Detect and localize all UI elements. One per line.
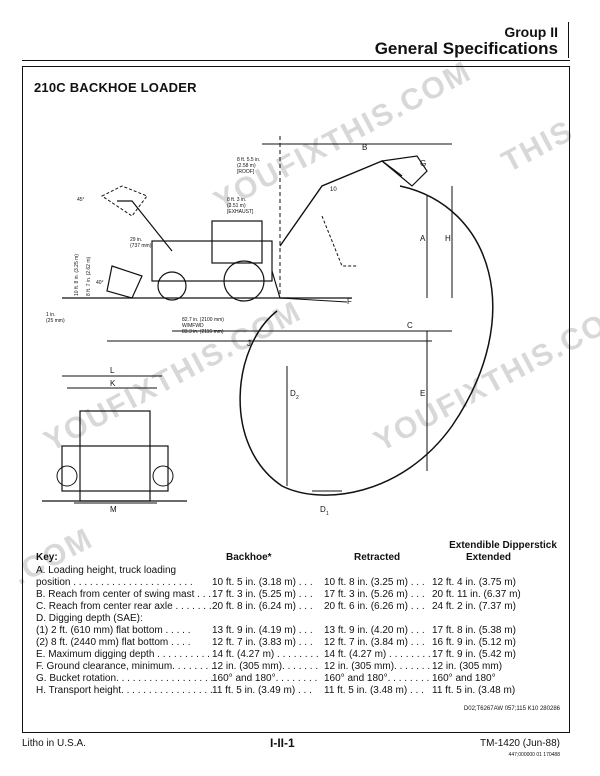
backhoe-boom: [279, 160, 403, 247]
label-d1: D: [320, 505, 326, 514]
angle-45: 45°: [77, 197, 85, 203]
spec-header-retracted: Retracted: [354, 552, 401, 563]
label-d1-sub: 1: [326, 511, 329, 516]
label-ten: 10: [330, 187, 337, 193]
front-wheel: [157, 271, 187, 301]
loader-bucket-lowered: [106, 265, 143, 299]
label-j: J: [247, 339, 251, 348]
footer-code: 447;000000 01 170488: [508, 752, 560, 758]
stabilizer: [271, 270, 290, 299]
document-code: D02;T6267AW 057;115 K10 280286: [463, 706, 560, 712]
section-title: General Specifications: [374, 39, 558, 58]
front-view-cab: [79, 410, 151, 502]
label-k: K: [110, 379, 116, 388]
page-title: 210C BACKHOE LOADER: [34, 80, 197, 95]
front-view-wheel-right: [152, 465, 174, 487]
angle-40: 40°: [96, 280, 104, 286]
spec-header-extended: Extended: [466, 552, 512, 563]
spec-group-heading: Extendible Dipperstick: [449, 540, 557, 551]
label-e: E: [420, 389, 425, 398]
reach29-dim-2: (737 mm): [130, 243, 152, 249]
label-h: H: [445, 234, 451, 243]
label-g: G: [420, 159, 426, 168]
backhoe-stick-alt: [321, 215, 357, 267]
roof-dim-2: (2.58 m): [237, 163, 256, 169]
group-label: Group II: [504, 24, 558, 40]
wheelbase-dim-1: 82.7 in. (2100 mm): [182, 317, 224, 323]
spec-header-backhoe: Backhoe*: [226, 552, 272, 563]
footer-left: Litho in U.S.A.: [22, 738, 86, 749]
label-c: C: [407, 321, 413, 330]
label-f: F: [347, 297, 352, 306]
front-view-body: [61, 445, 169, 492]
reach29-dim-1: 29 in.: [130, 237, 142, 243]
label-d2: D: [290, 389, 296, 398]
one-in-dim-1: 1 in.: [46, 312, 55, 318]
dim-f: [279, 297, 348, 303]
loader-bucket-raised: [101, 185, 148, 217]
label-l: L: [110, 366, 115, 375]
cab: [211, 220, 263, 264]
page-number: I-II-1: [270, 736, 295, 750]
footer-right: TM-1420 (Jun-88): [479, 738, 560, 749]
wheelbase-dim-3: 83.3 in. (2116 mm): [182, 329, 224, 335]
exhaust-dim-1: 8 ft. 3 in.: [227, 197, 246, 203]
front-view-wheel-left: [56, 465, 78, 487]
backhoe-diagram: B G A H C F J D 2 E D 1 L K M 10 8 ft. 5…: [42, 136, 494, 516]
backhoe-bucket: [380, 155, 428, 187]
label-m: M: [110, 505, 117, 514]
label-a: A: [420, 234, 426, 243]
rear-wheel: [223, 260, 265, 302]
page-header: Group II General Specifications: [40, 22, 569, 58]
roof-dim-3: [ROOF]: [237, 169, 255, 175]
header-rule: [22, 60, 570, 61]
loader-arm: [117, 200, 173, 252]
reach-envelope: [239, 185, 494, 496]
label-d2-sub: 2: [296, 395, 299, 401]
exhaust-dim-2: (2.51 m): [227, 203, 246, 209]
content-frame: [22, 66, 570, 733]
exhaust-dim-3: [EXHAUST]: [227, 209, 254, 215]
vertical-dim-2: 8 ft. 7 in. (2.62 m): [86, 256, 92, 296]
tractor-body: [151, 240, 273, 282]
vertical-dim-1: 10 ft. 8 in. (3.25 m): [74, 254, 80, 296]
label-b: B: [362, 143, 367, 152]
roof-dim-1: 8 ft. 5.5 in.: [237, 157, 260, 163]
wheelbase-dim-2: W/MFWD: [182, 323, 204, 329]
spec-header-key: Key:: [36, 552, 58, 563]
one-in-dim-2: (25 mm): [46, 318, 65, 324]
